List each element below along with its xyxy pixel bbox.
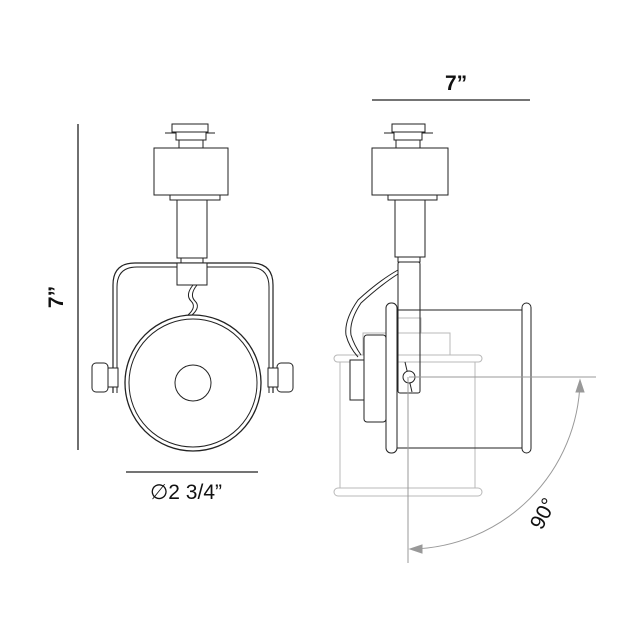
width-dimension-label: 7”: [445, 72, 468, 95]
diameter-dimension-label: ∅2 3/4”: [150, 481, 222, 504]
height-dimension-label: 7”: [45, 285, 69, 309]
tilt-angle-indicator: [407, 376, 596, 563]
front-view: [91, 123, 294, 452]
side-view: [345, 123, 532, 454]
